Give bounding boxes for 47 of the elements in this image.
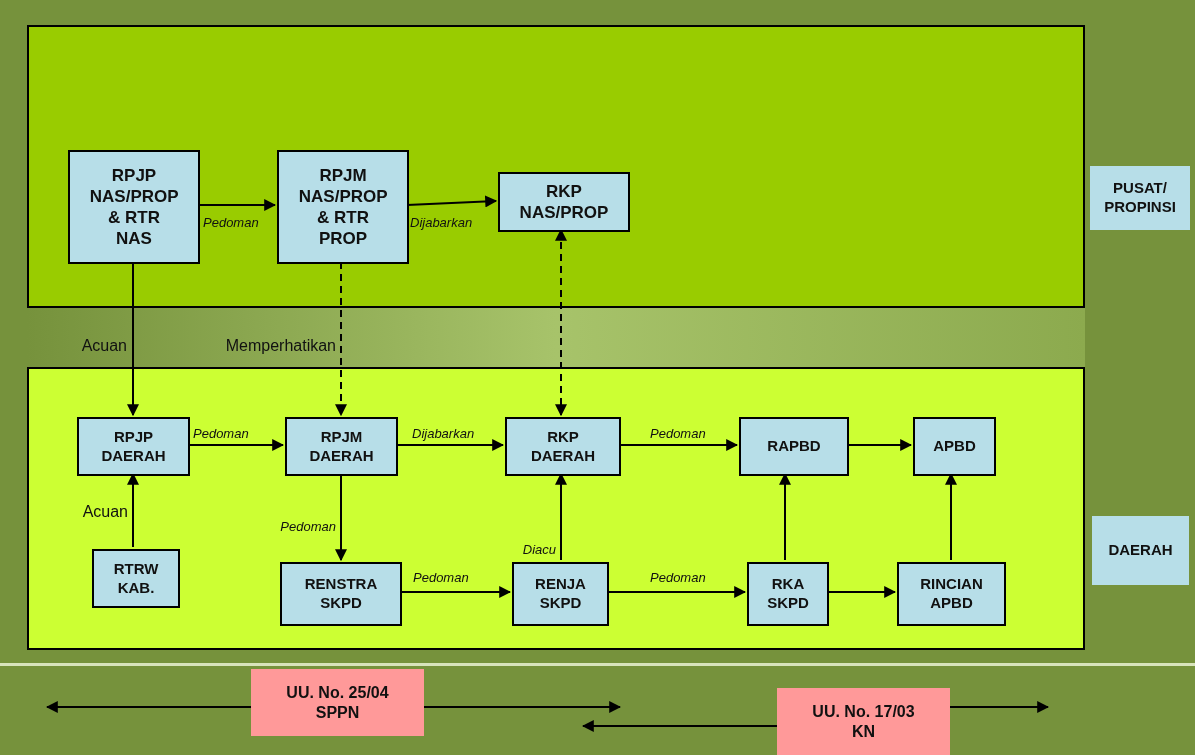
process-box: RPJP NAS/PROP & RTR NAS — [68, 150, 200, 264]
process-box: RTRW KAB. — [92, 549, 180, 608]
arrow — [399, 586, 512, 598]
arrow — [406, 195, 498, 208]
arrow — [606, 586, 747, 598]
edge-label: Pedoman — [203, 214, 259, 232]
arrow — [949, 701, 1050, 713]
arrow — [197, 199, 277, 211]
arrow — [395, 439, 505, 451]
edge-label: Pedoman — [280, 518, 336, 536]
dashed-arrow — [335, 261, 347, 417]
process-box: RPJM DAERAH — [285, 417, 398, 476]
edge-label: Dijabarkan — [412, 425, 475, 443]
arrow — [846, 439, 913, 451]
arrow — [187, 439, 285, 451]
process-box: APBD — [913, 417, 996, 476]
arrow — [45, 701, 252, 713]
edge-label: Pedoman — [413, 569, 469, 587]
process-box: RENSTRA SKPD — [280, 562, 402, 626]
edge-label: Memperhatikan — [225, 336, 336, 356]
edge-label: Pedoman — [650, 569, 706, 587]
level-box: PUSAT/ PROPINSI — [1090, 166, 1190, 230]
process-box: RKP NAS/PROP — [498, 172, 630, 232]
edge-label: Acuan — [82, 502, 128, 522]
arrow — [826, 586, 897, 598]
edge-label: Diacu — [522, 541, 556, 559]
edge-label: Pedoman — [650, 425, 706, 443]
process-box: RENJA SKPD — [512, 562, 609, 626]
process-box: RKP DAERAH — [505, 417, 621, 476]
arrow — [127, 261, 139, 417]
edge-label: Pedoman — [193, 425, 249, 443]
process-box: RINCIAN APBD — [897, 562, 1006, 626]
panel — [27, 367, 1085, 650]
level-box: DAERAH — [1092, 516, 1189, 585]
law-box: UU. No. 17/03 KN — [777, 688, 950, 755]
edge-label: Dijabarkan — [410, 214, 473, 232]
arrow — [581, 720, 778, 732]
process-box: RPJM NAS/PROP & RTR PROP — [277, 150, 409, 264]
edge-label: Acuan — [81, 336, 127, 356]
arrow — [335, 473, 347, 562]
process-box: RAPBD — [739, 417, 849, 476]
process-box: RKA SKPD — [747, 562, 829, 626]
process-box: RPJP DAERAH — [77, 417, 190, 476]
law-box: UU. No. 25/04 SPPN — [251, 669, 424, 736]
panel — [27, 25, 1085, 308]
arrow — [618, 439, 739, 451]
arrow — [423, 701, 622, 713]
